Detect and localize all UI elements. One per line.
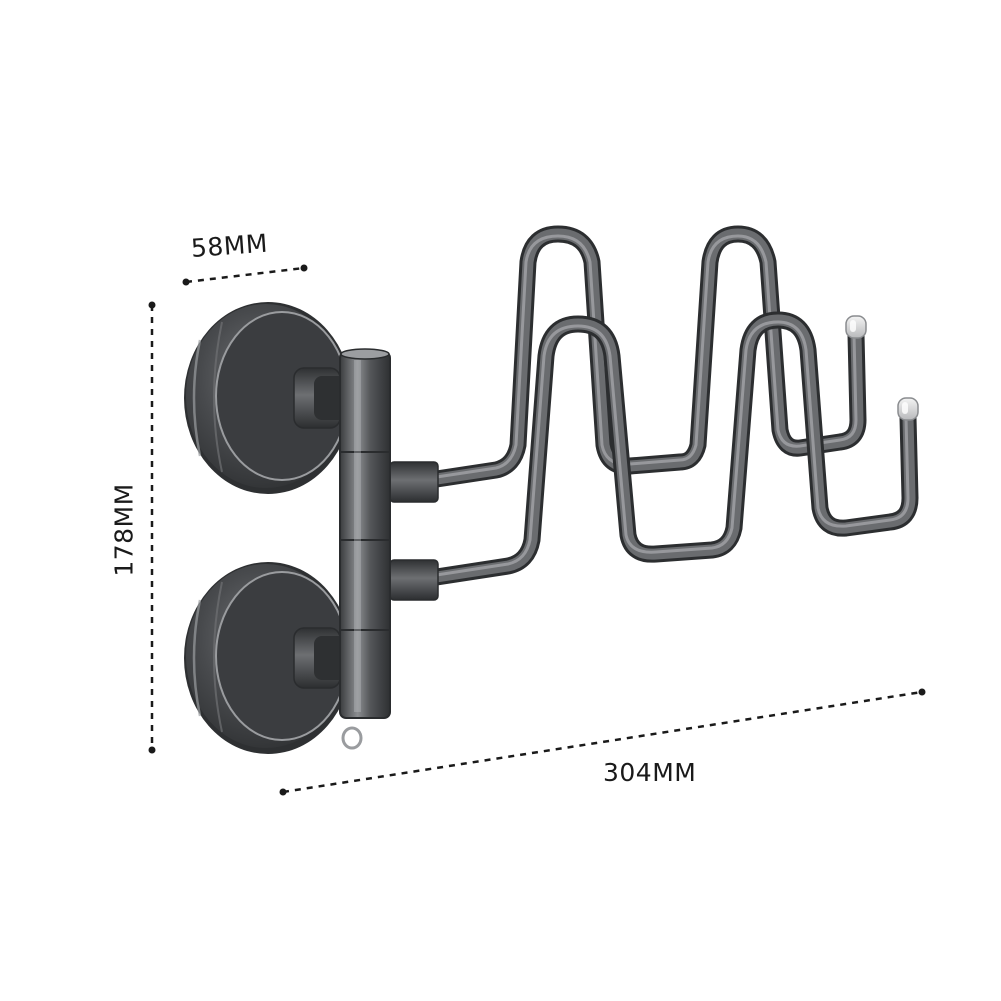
width-dimension-line xyxy=(185,266,305,284)
length-dimension-label: 304MM xyxy=(603,758,697,787)
dimension-lines xyxy=(150,266,923,794)
vertical-rod xyxy=(339,348,391,719)
dimension-endpoints xyxy=(148,264,926,796)
lower-suction-cup xyxy=(184,562,363,754)
upper-arm-tip xyxy=(845,315,867,339)
upper-wire-arm xyxy=(421,225,867,489)
height-dimension-label: 178MM xyxy=(109,483,139,577)
width-dimension-label: 58MM xyxy=(189,228,269,263)
arm-sockets xyxy=(389,461,439,601)
upper-suction-cup xyxy=(184,302,352,494)
lower-wire-arm xyxy=(421,311,919,587)
lower-arm-tip xyxy=(897,397,919,421)
